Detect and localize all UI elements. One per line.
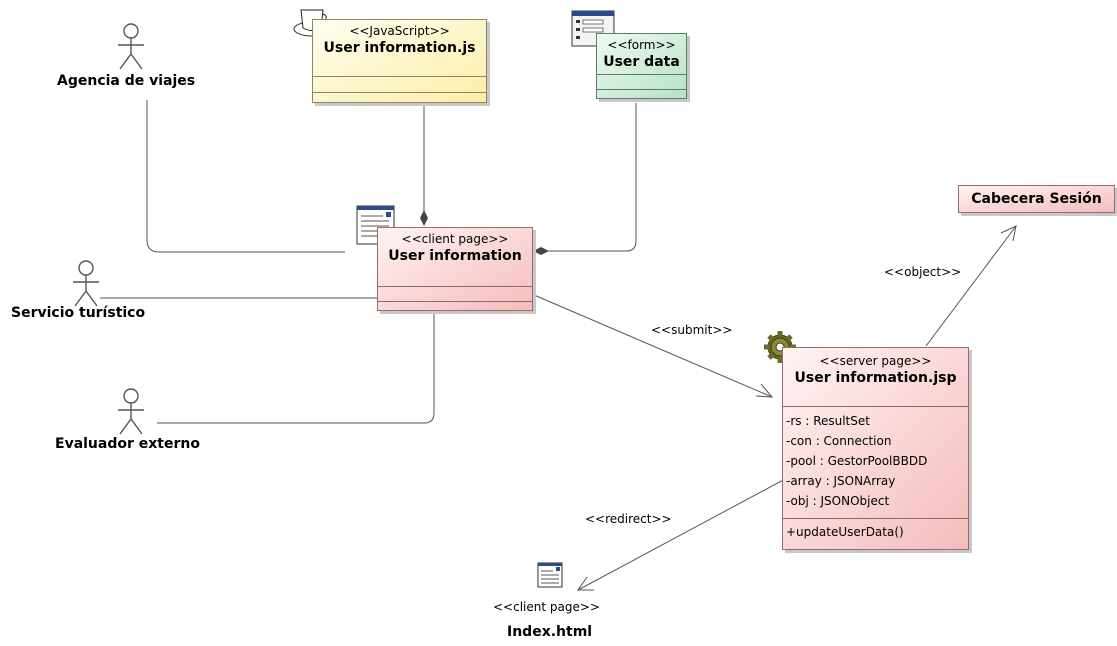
- redirect-dependency: [577, 477, 788, 591]
- class-name: User information.jsp: [794, 370, 957, 386]
- attributes-compartment: [313, 76, 486, 92]
- composition-diamond-form: [533, 247, 549, 255]
- composition-diamond-js: [420, 210, 428, 226]
- object-label: <<object>>: [884, 265, 962, 279]
- attributes-compartment: -rs : ResultSet -con : Connection -pool …: [783, 406, 968, 518]
- redirect-arrowhead: [577, 576, 594, 591]
- redirect-label: <<redirect>>: [585, 512, 672, 526]
- actor-icon-servicio: [73, 260, 99, 307]
- class-stereotype: <<form>>: [607, 38, 676, 52]
- class-name: User information.js: [323, 40, 476, 56]
- operations-compartment: +updateUserData(): [783, 518, 968, 542]
- class-stereotype: <<JavaScript>>: [349, 24, 450, 38]
- document-icon-index: [537, 562, 563, 588]
- submit-arrowhead: [755, 383, 774, 398]
- attributes-compartment: [378, 286, 532, 301]
- attribute: -obj : JSONObject: [786, 494, 890, 508]
- class-server-page[interactable]: <<server page>> User information.jsp -rs…: [782, 347, 969, 550]
- submit-label: <<submit>>: [651, 323, 733, 337]
- operations-compartment: [378, 301, 532, 315]
- class-stereotype: <<client page>>: [401, 232, 509, 246]
- attribute: -pool : GestorPoolBBDD: [786, 454, 928, 468]
- composition-form: [548, 103, 637, 252]
- class-form[interactable]: <<form>> User data: [596, 33, 687, 99]
- class-name: User information: [388, 248, 522, 264]
- index-stereotype: <<client page>>: [493, 600, 600, 614]
- operation: +updateUserData(): [786, 525, 904, 539]
- operations-compartment: [313, 92, 486, 107]
- actor-agencia-de-viajes[interactable]: Agencia de viajes: [57, 73, 196, 89]
- actor-servicio-turistico[interactable]: Servicio turístico: [11, 305, 146, 321]
- submit-dependency: [533, 294, 773, 398]
- attribute: -rs : ResultSet: [786, 414, 870, 428]
- class-client-page[interactable]: <<client page>> User information: [377, 227, 533, 311]
- attributes-compartment: [597, 74, 686, 89]
- object-dependency: [925, 225, 1017, 347]
- class-name: Cabecera Sesión: [971, 191, 1102, 207]
- object-arrowhead: [1000, 225, 1017, 242]
- attribute: -array : JSONArray: [786, 474, 896, 488]
- attribute: -con : Connection: [786, 434, 892, 448]
- association-agencia: [146, 100, 345, 253]
- operations-compartment: [597, 89, 686, 103]
- index-page-name[interactable]: Index.html: [507, 624, 593, 640]
- actor-icon-agencia: [118, 23, 144, 70]
- class-javascript[interactable]: <<JavaScript>> User information.js: [312, 19, 487, 103]
- class-cabecera-sesion[interactable]: Cabecera Sesión: [958, 185, 1115, 213]
- class-name: User data: [603, 54, 680, 70]
- actor-evaluador-externo[interactable]: Evaluador externo: [55, 436, 200, 452]
- association-evaluador: [157, 312, 435, 424]
- class-stereotype: <<server page>>: [819, 354, 932, 368]
- actor-icon-evaluador: [118, 388, 144, 435]
